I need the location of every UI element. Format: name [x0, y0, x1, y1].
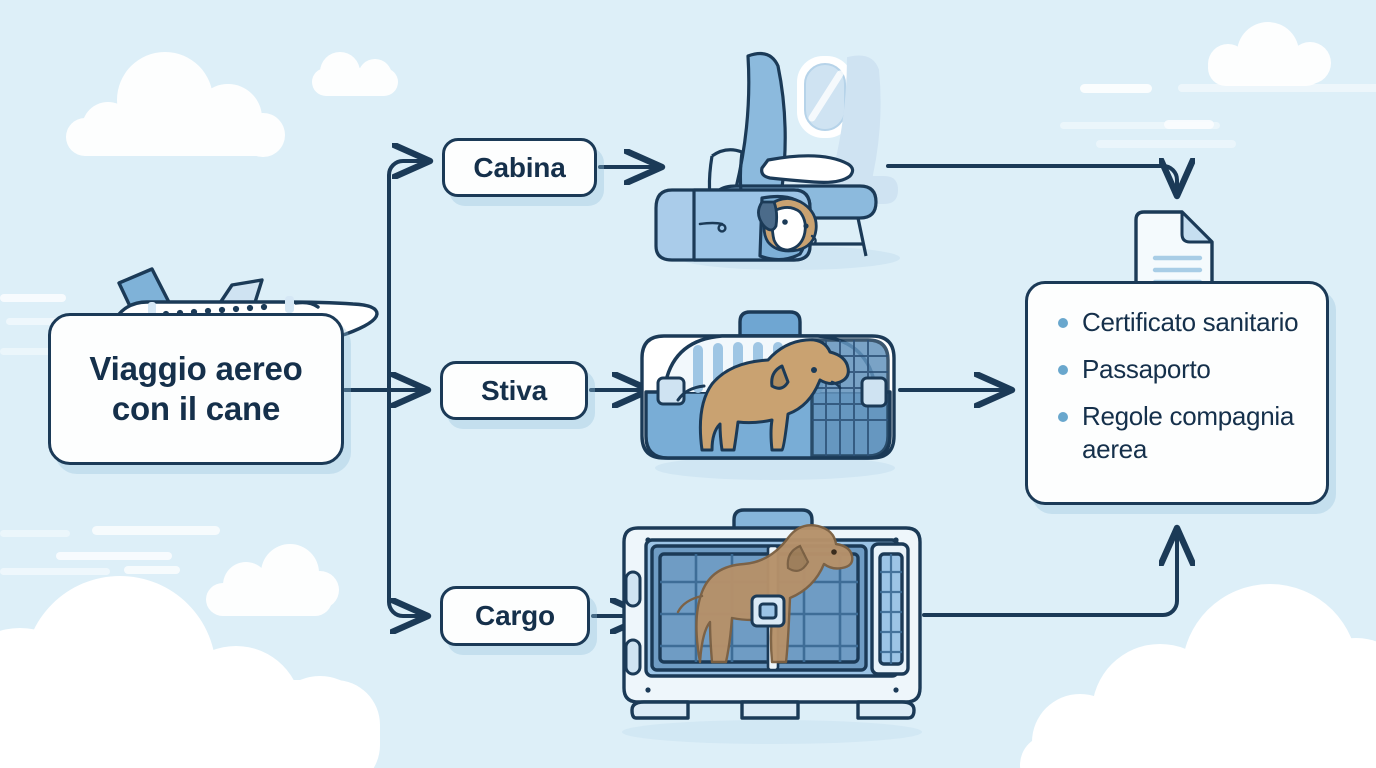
root-node-label-line1: Viaggio aereo — [89, 349, 303, 387]
branch-node-cabina-label: Cabina — [473, 151, 566, 183]
list-item: Regole compagnia aerea — [1050, 400, 1308, 466]
cabin-carrier-bag-with-dog-and-airplane-seat-icon — [654, 52, 900, 270]
branch-node-stiva[interactable]: Stiva — [440, 361, 588, 420]
edge-root-to-cabina — [387, 161, 430, 392]
pet-carrier-crate-with-dog-icon — [640, 310, 896, 480]
branch-node-stiva-label: Stiva — [481, 374, 547, 406]
branch-node-cargo-label: Cargo — [475, 600, 555, 631]
documents-checklist-node[interactable]: Certificato sanitario Passaporto Regole … — [1025, 281, 1329, 505]
branch-node-cabina[interactable]: Cabina — [442, 138, 597, 197]
dog-body — [676, 338, 850, 452]
cloud-group — [0, 22, 1376, 768]
edge-cargo-to-documents — [922, 528, 1177, 617]
documents-checklist: Certificato sanitario Passaporto Regole … — [1050, 306, 1308, 466]
edge-root-to-cargo — [387, 388, 428, 616]
edge-cabina-to-documents — [886, 166, 1177, 196]
root-node-label-line2: con il cane — [111, 390, 281, 427]
list-item: Certificato sanitario — [1050, 306, 1308, 339]
cargo-kennel-with-dog-icon — [622, 508, 922, 744]
list-item: Passaporto — [1050, 353, 1308, 386]
dog-head — [757, 197, 818, 253]
root-node-viaggio-aereo-con-il-cane[interactable]: Viaggio aereo con il cane — [48, 313, 344, 465]
branch-node-cargo[interactable]: Cargo — [440, 586, 590, 646]
root-node-label: Viaggio aereo con il cane — [77, 349, 314, 430]
dog-body — [676, 524, 854, 664]
